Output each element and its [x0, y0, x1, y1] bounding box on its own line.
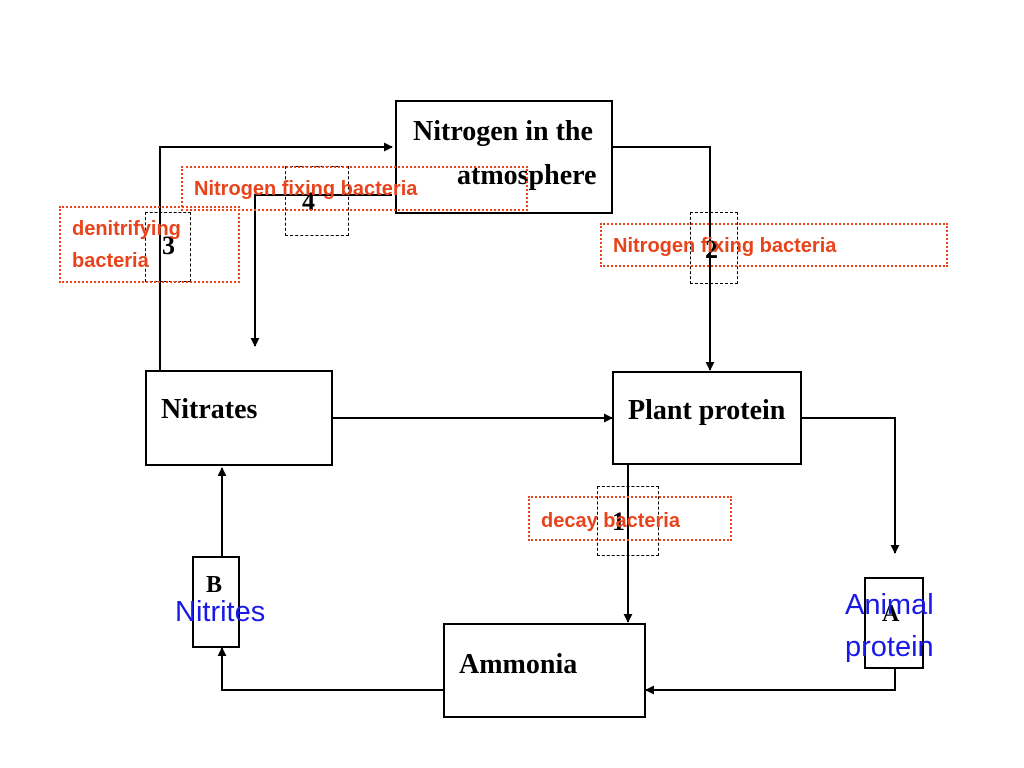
nitrates-to-atmosphere-line [159, 142, 393, 370]
b-box: B [192, 556, 240, 648]
plant-to-animal-line [802, 417, 900, 554]
step-3-number: 3 [162, 231, 175, 260]
ammonia-to-nitrites-line [217, 647, 443, 691]
decay-box: decay bacteria [528, 496, 732, 541]
atmosphere-to-nitrates-line [250, 194, 392, 347]
nitrites-label: Nitrites [175, 596, 266, 628]
denitrifying-label-line1: denitrifying [72, 218, 181, 240]
denitrifying-label-line2: bacteria [72, 250, 149, 272]
atmosphere-to-plant-line [612, 146, 715, 371]
plant-protein-box: Plant protein [612, 371, 802, 465]
a-label: A [882, 601, 900, 627]
decay-label: decay bacteria [541, 510, 680, 532]
nitrogen-fixing-top-box: Nitrogen fixing bacteria [181, 166, 528, 211]
step-1-box: 1 [597, 486, 659, 556]
animal-to-ammonia-line [645, 668, 896, 695]
step-2-box: 2 [690, 212, 738, 284]
animal-protein-label-line1: Animal [845, 589, 934, 621]
step-1-number: 1 [612, 507, 625, 536]
ammonia-label: Ammonia [459, 649, 578, 680]
atmosphere-box: Nitrogen in the atmosphere [395, 100, 613, 214]
a-box: A [864, 577, 924, 669]
plant-protein-label: Plant protein [628, 395, 786, 426]
b-label: B [206, 572, 223, 598]
atmosphere-label-line1: Nitrogen in the [413, 116, 593, 147]
nitrogen-fixing-right-label: Nitrogen fixing bacteria [613, 235, 837, 257]
ammonia-box: Ammonia [443, 623, 646, 718]
denitrifying-box: denitrifying bacteria [59, 206, 240, 283]
step-2-number: 2 [705, 235, 718, 264]
nitrates-box: Nitrates [145, 370, 333, 466]
nitrogen-fixing-right-box: Nitrogen fixing bacteria [600, 223, 948, 267]
animal-protein-label-line2: protein [845, 631, 934, 663]
step-4-number: 4 [302, 187, 315, 216]
nitrogen-fixing-top-label: Nitrogen fixing bacteria [194, 178, 418, 200]
nitrates-label: Nitrates [161, 394, 258, 425]
